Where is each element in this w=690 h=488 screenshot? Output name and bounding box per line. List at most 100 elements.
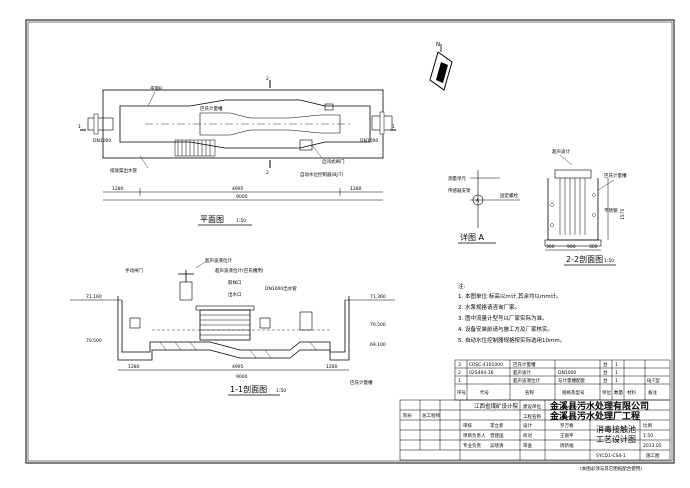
plan-dim-1: 1280: [112, 186, 124, 192]
note-2: 2. 水泵规格请咨询厂家。: [458, 303, 520, 311]
bom-h2: 代号: [480, 389, 489, 396]
sec22-label-1: 超声波计: [552, 148, 570, 155]
tb-date: 2013.05: [643, 443, 662, 449]
note-4: 4. 设备安装前请与施工方及厂家核实。: [458, 325, 553, 333]
tb-project-label: 工程名称: [523, 413, 541, 420]
bom-h8: 备注: [648, 389, 657, 396]
bom-r2-c3: 超声波计: [513, 369, 531, 376]
notes-heading: 注:: [458, 282, 466, 290]
plan-label-pipe-out: DN1000: [360, 138, 378, 144]
sec22-dim-1: 300: [546, 244, 555, 250]
tb-drawing-name-1: 消毒接触池: [596, 424, 636, 434]
bom-h6: 数量: [614, 389, 623, 396]
note-1: 1. 本图单位:标高以m计,其余均以mm计。: [458, 292, 562, 300]
sec11-label-3: 超声波液位计(巴氏槽用): [215, 267, 264, 274]
tb-role-4: 项目负责人: [463, 432, 486, 439]
tb-role-3: 审核: [463, 422, 472, 429]
tb-scale-label: 比例: [643, 422, 652, 429]
bom-h7: 材料: [627, 389, 636, 396]
svg-text:N: N: [436, 42, 440, 48]
bom-r1-c6: 1: [615, 362, 618, 368]
bom-r3-c6: 1: [615, 378, 618, 384]
bom-r3-c4: 与计量槽配套: [558, 377, 585, 384]
bom-r1-c2: CRSC-4101000: [469, 362, 503, 368]
note-5: 5. 自动水位控制器规格按实际选用10mm。: [458, 336, 565, 344]
sec11-elev-left-top: 71.160: [86, 294, 102, 300]
bom-r1-c3: 巴氏计量槽: [513, 361, 536, 368]
plan-dim-2: 4995: [232, 186, 244, 192]
tb-name-1: 李立新: [490, 422, 504, 429]
north-arrow-icon: N: [429, 42, 453, 91]
bom-r2-c4: DN1000: [558, 370, 576, 376]
footer-note: (本图必须与其它图纸配合使用): [580, 465, 642, 472]
sec22-dim-2: 900: [567, 244, 576, 250]
tb-project: 金溪县污水处理厂工程: [549, 410, 640, 422]
sec22-label-2: 巴氏计量槽: [604, 172, 627, 179]
section22-scale: 1:50: [604, 258, 614, 264]
bom-r2-c1: 2: [458, 370, 461, 376]
section-1-1: 超声波液位计 手动闸门 超声波液位计(巴氏槽用) DN1000出水管 取样口 出…: [70, 257, 395, 386]
bom-h4: 规格及型号: [562, 389, 585, 396]
plan-label-top: 平面B: [150, 86, 162, 92]
sec11-label-6: 出水口: [228, 291, 242, 298]
notes: 注: 1. 本图单位:标高以m计,其余均以mm计。 2. 水泵规格请咨询厂家。 …: [458, 282, 565, 344]
bom-r2-c2: 02S404-16: [469, 370, 494, 376]
detail-label-a: A: [476, 198, 480, 204]
bom-rows: 3 CRSC-4101000 巴氏计量槽 台 1 2 02S404-16 超声波…: [457, 361, 660, 396]
detail-label-2: 传感器支架: [448, 187, 471, 194]
plan-label-bottom-right: 自动水位控制器(BJ-T): [300, 171, 343, 178]
tb-name-6: 周新福: [560, 442, 574, 449]
title-block-text: 江西省煤矿设计院 建设单位 工程名称 金溪县污水处理有限公司 金溪县污水处理厂工…: [403, 400, 662, 459]
plan-dim-3: 1280: [350, 186, 362, 192]
svg-text:1: 1: [78, 124, 81, 130]
sec11-elev-right-bot: 69.100: [370, 342, 386, 348]
plan-dim-total: 9000: [236, 194, 248, 200]
tb-role-7: 校对: [523, 432, 532, 439]
tb-role-2: 总工程师: [422, 412, 440, 419]
bom-table: [454, 359, 671, 401]
tb-name-2: 曾建国: [490, 432, 504, 439]
tb-stage: 施工图: [646, 452, 660, 459]
sec11-dim-3: 1280: [326, 364, 338, 370]
svg-text:2: 2: [266, 170, 269, 176]
sec11-dim-1: 1280: [128, 364, 140, 370]
bom-r1-c5: 台: [603, 361, 608, 368]
tb-name-4: 罗万春: [560, 422, 574, 429]
tb-role-8: 审查: [523, 442, 532, 449]
inner-border: [27, 21, 673, 462]
sec11-elev-left-mid: 70.500: [86, 338, 102, 344]
bom-r3-c3: 超声波液位计: [513, 377, 540, 384]
sec11-label-5: 取样口: [228, 279, 242, 286]
sec22-dim-3: 300: [589, 244, 598, 250]
sec11-label-1: 超声波液位计: [205, 257, 232, 264]
bom-r3-c8: BJ-T型: [647, 377, 660, 384]
section11-title: 1-1剖面图: [230, 384, 267, 394]
sec11-elev-right-mid: 70.500: [370, 322, 386, 328]
bom-r2-c5: 台: [603, 369, 608, 376]
sec11-label-4: DN1000出水管: [265, 285, 297, 292]
tb-name-5: 王丽平: [560, 433, 574, 439]
detail-a-title: 详图 A: [460, 232, 485, 242]
sec11-elev-right-top: 71.360: [370, 294, 386, 300]
detail-a: A 测量单元 传感器支架 固定螺栓: [448, 170, 520, 228]
detail-label-1: 测量单元: [448, 175, 466, 182]
section-2-2: 超声波计 巴氏计量槽 不锈钢 1570 300 900 300: [544, 148, 627, 251]
tb-scale-val: 1:50: [643, 433, 653, 439]
plan-label-channel: 巴氏计量槽: [200, 105, 223, 112]
title-block: [399, 399, 671, 461]
sec11-dim-2: 4995: [232, 364, 244, 370]
plan-label-valve: 启闭式闸门: [322, 158, 345, 165]
tb-institute: 江西省煤矿设计院: [474, 402, 519, 410]
bom-h5: 单位: [602, 389, 611, 396]
tb-drawing-no: SYCD1-CS4-1: [596, 453, 626, 459]
tb-role-6: 设计: [523, 422, 532, 429]
tb-role-5: 专业负责: [463, 442, 481, 449]
section22-title: 2-2剖面图: [566, 254, 603, 264]
tb-role-1: 院长: [403, 412, 412, 419]
plan-scale: 1:50: [236, 218, 246, 224]
bom-r1-c1: 3: [458, 362, 461, 368]
plan-label-bottom-left: 排放渠出水管: [110, 167, 137, 174]
sec22-label-3: 不锈钢: [604, 207, 618, 214]
bom-r3-c1: 1: [458, 378, 461, 384]
